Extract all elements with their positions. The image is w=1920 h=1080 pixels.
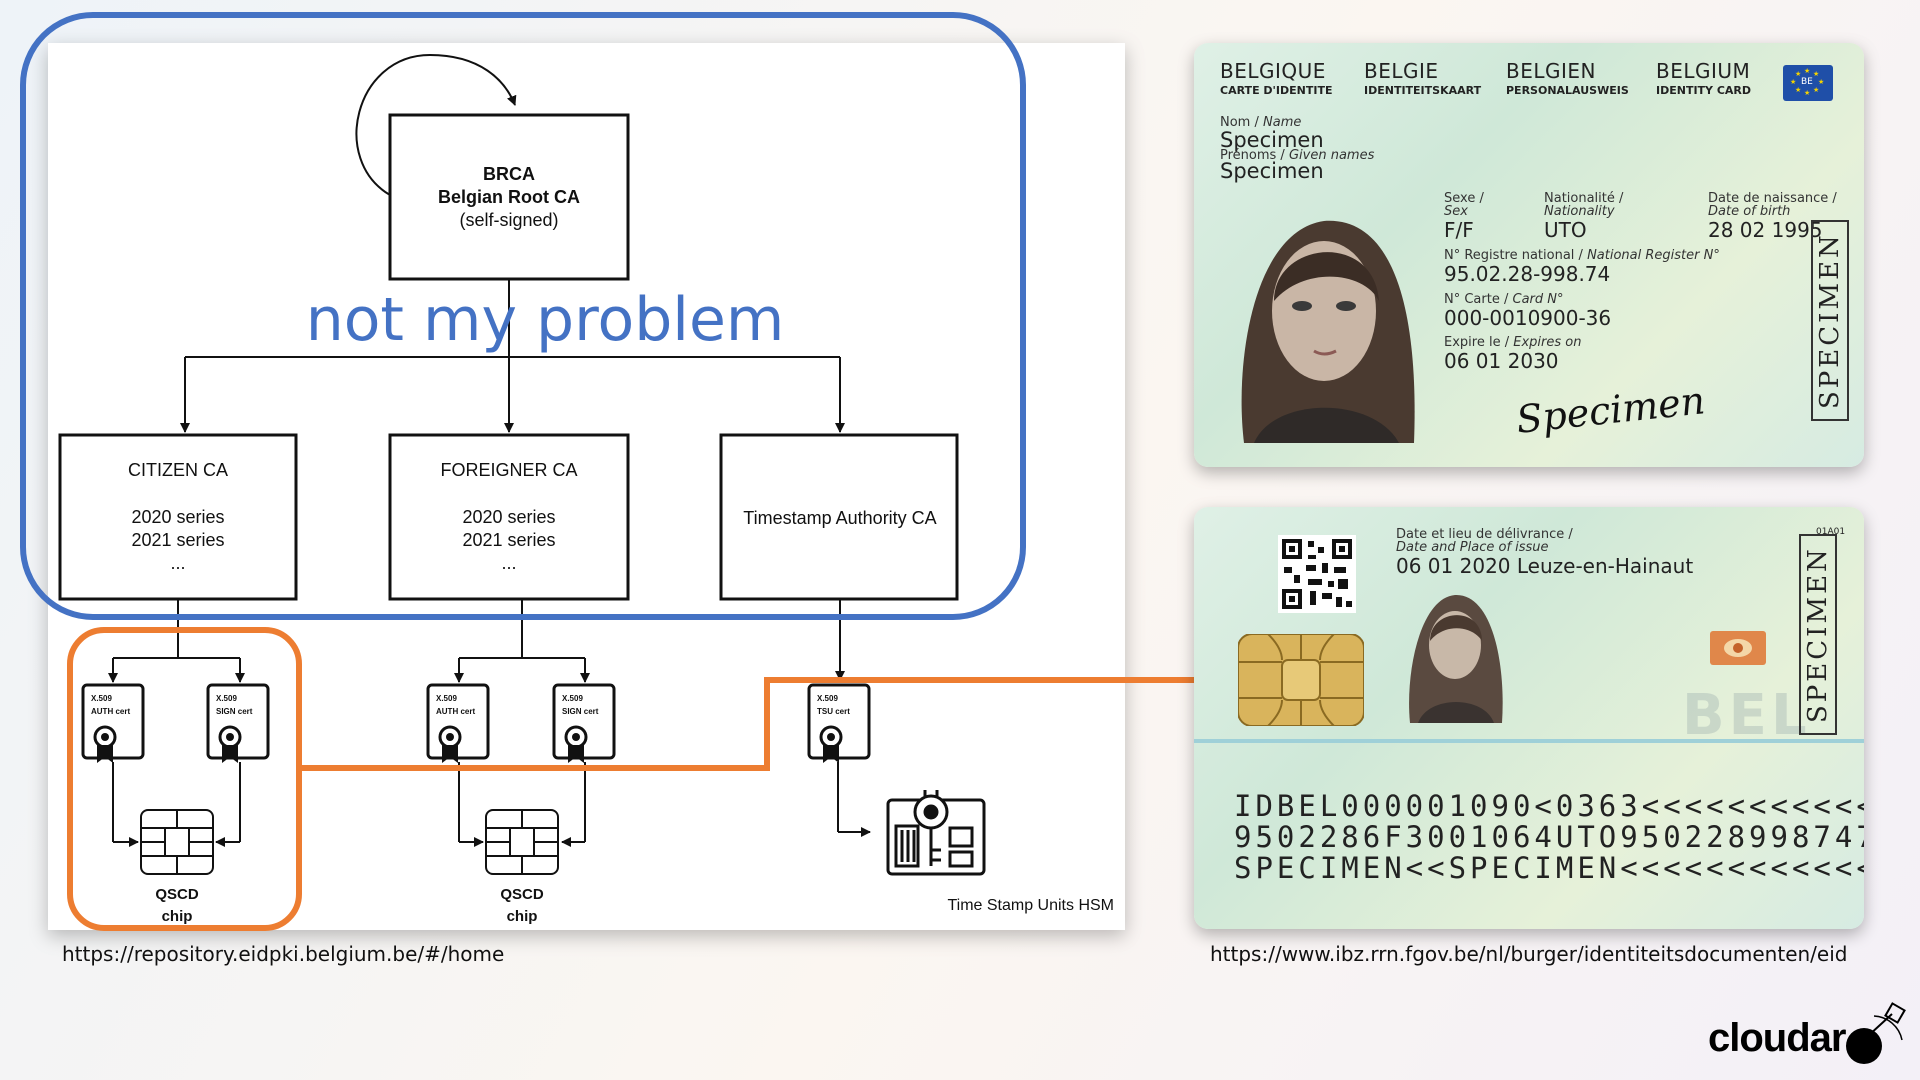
foreigner-ca-title: FOREIGNER CA — [440, 460, 577, 480]
foreigner-auth-cert-icon: X.509 AUTH cert — [428, 685, 488, 763]
tsu-cert-icon: X.509 TSU cert — [809, 685, 869, 763]
expiry-value: 06 01 2030 — [1444, 349, 1559, 373]
eu-flag-icon: ★★★ ★★★ ★★ BE — [1783, 65, 1833, 101]
cert-line: TSU cert — [817, 707, 850, 716]
doc-type: CARTE D'IDENTITE — [1220, 84, 1332, 97]
doc-type: PERSONALAUSWEIS — [1506, 84, 1629, 97]
cert-line: SIGN cert — [562, 707, 599, 716]
citizen-ca-more: ... — [170, 553, 185, 573]
ca-cert-connectors — [113, 599, 840, 682]
timestamp-ca-node: Timestamp Authority CA — [721, 435, 957, 599]
card-number-value: 000-0010900-36 — [1444, 306, 1611, 330]
cloudar-logo: cloudar — [1708, 1016, 1845, 1061]
foreigner-chip-label-2: chip — [507, 908, 538, 925]
root-ca-note: (self-signed) — [459, 210, 558, 230]
root-ca-node: BRCA Belgian Root CA (self-signed) — [390, 115, 628, 279]
citizen-chip-label: QSCD — [155, 886, 199, 903]
timestamp-ca-title: Timestamp Authority CA — [743, 508, 936, 528]
not-my-problem-caption: not my problem — [306, 285, 785, 355]
card-number-label-en: Card N° — [1513, 292, 1564, 307]
hologram-emblem-icon — [1710, 631, 1766, 665]
repository-url[interactable]: https://repository.eidpki.belgium.be/#/h… — [62, 942, 504, 966]
mrz-line-1: IDBEL000001090<0363<<<<<<<<<<< — [1234, 789, 1864, 823]
cert-line: X.509 — [817, 694, 838, 703]
qr-code-icon — [1278, 535, 1356, 613]
cert-line: X.509 — [562, 694, 583, 703]
root-ca-name: Belgian Root CA — [438, 187, 580, 207]
foreigner-chip-label: QSCD — [500, 886, 544, 903]
country-name: BELGIQUE — [1220, 59, 1326, 83]
citizen-chip-label-2: chip — [162, 908, 193, 925]
dob-value: 28 02 1995 — [1708, 218, 1823, 242]
citizen-ca-series-2: 2021 series — [131, 530, 224, 550]
issue-label-en: Date and Place of issue — [1396, 540, 1549, 555]
mrz-separator — [1194, 739, 1864, 743]
cert-line: X.509 — [91, 694, 112, 703]
orange-highlight-chip-group — [70, 630, 299, 928]
mrz-line-3: SPECIMEN<<SPECIMEN<<<<<<<<<<<< — [1234, 851, 1864, 885]
specimen-stamp-back: SPECIMEN — [1799, 534, 1837, 735]
foreigner-chip-icon — [486, 810, 558, 874]
national-register-value: 95.02.28-998.74 — [1444, 262, 1610, 286]
hsm-icon — [888, 790, 984, 874]
flag-code: BE — [1801, 77, 1813, 87]
nrn-label-en: National Register N° — [1587, 248, 1720, 263]
cert-line: AUTH cert — [91, 707, 130, 716]
nationality-label-en: Nationality — [1544, 204, 1615, 219]
cert-line: SIGN cert — [216, 707, 253, 716]
cert-line: X.509 — [436, 694, 457, 703]
citizen-chip-icon — [141, 810, 213, 874]
nationality-value: UTO — [1544, 218, 1587, 242]
holder-signature: Specimen — [1514, 378, 1707, 442]
country-name: BELGIEN — [1506, 59, 1596, 83]
citizen-ca-node: CITIZEN CA 2020 series 2021 series ... — [60, 435, 296, 599]
sex-label-en: Sex — [1444, 204, 1468, 219]
citizen-ca-series-1: 2020 series — [131, 507, 224, 527]
citizen-ca-title: CITIZEN CA — [128, 460, 228, 480]
given-names-value: Specimen — [1220, 159, 1324, 183]
doc-type: IDENTITY CARD — [1656, 84, 1751, 97]
nrn-label-fr: N° Registre national / — [1444, 248, 1583, 263]
expiry-label-en: Expires on — [1513, 335, 1581, 350]
foreigner-ca-series-2: 2021 series — [462, 530, 555, 550]
foreigner-ca-node: FOREIGNER CA 2020 series 2021 series ... — [390, 435, 628, 599]
satellite-logo-icon — [1838, 1000, 1910, 1072]
id-card-back: Date et lieu de délivrance / Date and Pl… — [1194, 507, 1864, 929]
doc-type: IDENTITEITSKAART — [1364, 84, 1481, 97]
foreigner-sign-cert-icon: X.509 SIGN cert — [554, 685, 614, 763]
cert-line: AUTH cert — [436, 707, 475, 716]
chip-contacts-icon — [1238, 634, 1364, 726]
foreigner-ca-more: ... — [501, 553, 516, 573]
holder-portrait — [1214, 191, 1434, 443]
country-name: BELGIE — [1364, 59, 1439, 83]
root-ca-title: BRCA — [483, 164, 535, 184]
hsm-label: Time Stamp Units HSM — [947, 897, 1114, 914]
sex-value: F/F — [1444, 218, 1474, 242]
expiry-label-fr: Expire le / — [1444, 335, 1509, 350]
dob-label-en: Date of birth — [1708, 204, 1790, 219]
id-card-front: BELGIQUE CARTE D'IDENTITE BELGIE IDENTIT… — [1194, 43, 1864, 467]
mrz-line-2: 9502286F3001064UTO950228998747 — [1234, 820, 1864, 854]
cert-line: X.509 — [216, 694, 237, 703]
country-name: BELGIUM — [1656, 59, 1750, 83]
specimen-stamp: SPECIMEN — [1811, 220, 1849, 421]
citizen-auth-cert-icon: X.509 AUTH cert — [83, 685, 143, 763]
foreigner-ca-series-1: 2020 series — [462, 507, 555, 527]
citizen-sign-cert-icon: X.509 SIGN cert — [208, 685, 268, 763]
card-number-label-fr: N° Carte / — [1444, 292, 1508, 307]
ibz-url[interactable]: https://www.ibz.rrn.fgov.be/nl/burger/id… — [1210, 942, 1847, 966]
issue-value: 06 01 2020 Leuze-en-Hainaut — [1396, 554, 1693, 578]
ghost-portrait — [1400, 583, 1510, 723]
